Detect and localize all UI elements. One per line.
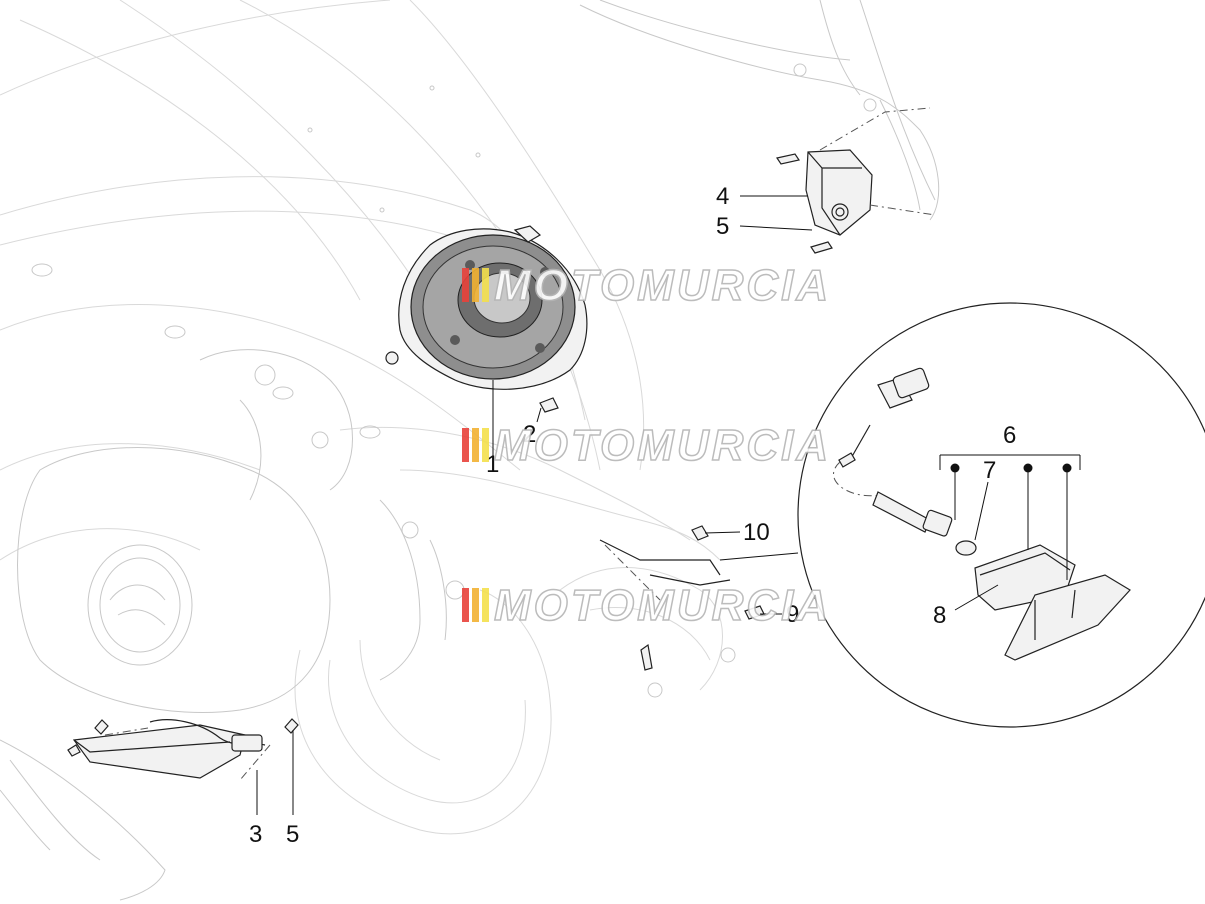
watermark-stripe [472, 428, 479, 462]
part-plate-holder-area [599, 525, 765, 671]
callout-labels: 1 2 3 4 5 5 6 7 8 9 10 [249, 183, 1016, 848]
leader-lines [256, 195, 999, 815]
watermark-stripe [482, 428, 489, 462]
callout-5-top: 5 [716, 213, 729, 240]
watermark-text: MOTOMURCIA [494, 581, 831, 630]
callout-1: 1 [486, 451, 499, 478]
scooter-body-ghost [0, 0, 736, 835]
watermark-text: MOTOMURCIA [494, 421, 831, 470]
tail-lamp-ghost [579, 0, 940, 221]
front-indicator-ghost [0, 739, 166, 901]
callout-2: 2 [523, 421, 536, 448]
part-front-indicator [67, 718, 299, 781]
watermark-stripe [472, 268, 479, 302]
watermark-2: MOTOMURCIA [462, 420, 831, 471]
callout-10: 10 [743, 519, 770, 546]
watermark-stripe [482, 588, 489, 622]
watermark-3: MOTOMURCIA [462, 580, 831, 631]
watermark-stripe [482, 268, 489, 302]
detail-magnifier-circle [719, 302, 1205, 728]
watermark-stripe [462, 428, 469, 462]
part-rear-lamp-unit [776, 107, 936, 254]
watermark-text: MOTOMURCIA [494, 261, 831, 310]
watermark-stripe [462, 268, 469, 302]
callout-8: 8 [933, 602, 946, 629]
callout-9: 9 [786, 601, 799, 628]
callout-7: 7 [983, 457, 996, 484]
part-headlight [385, 225, 588, 413]
watermark-stripe [472, 588, 479, 622]
callout-5-bottom: 5 [286, 821, 299, 848]
callout-4: 4 [716, 183, 729, 210]
callout-6: 6 [1003, 422, 1016, 449]
watermark-1: MOTOMURCIA [462, 260, 831, 311]
callout-3: 3 [249, 821, 262, 848]
watermark-stripe [462, 588, 469, 622]
